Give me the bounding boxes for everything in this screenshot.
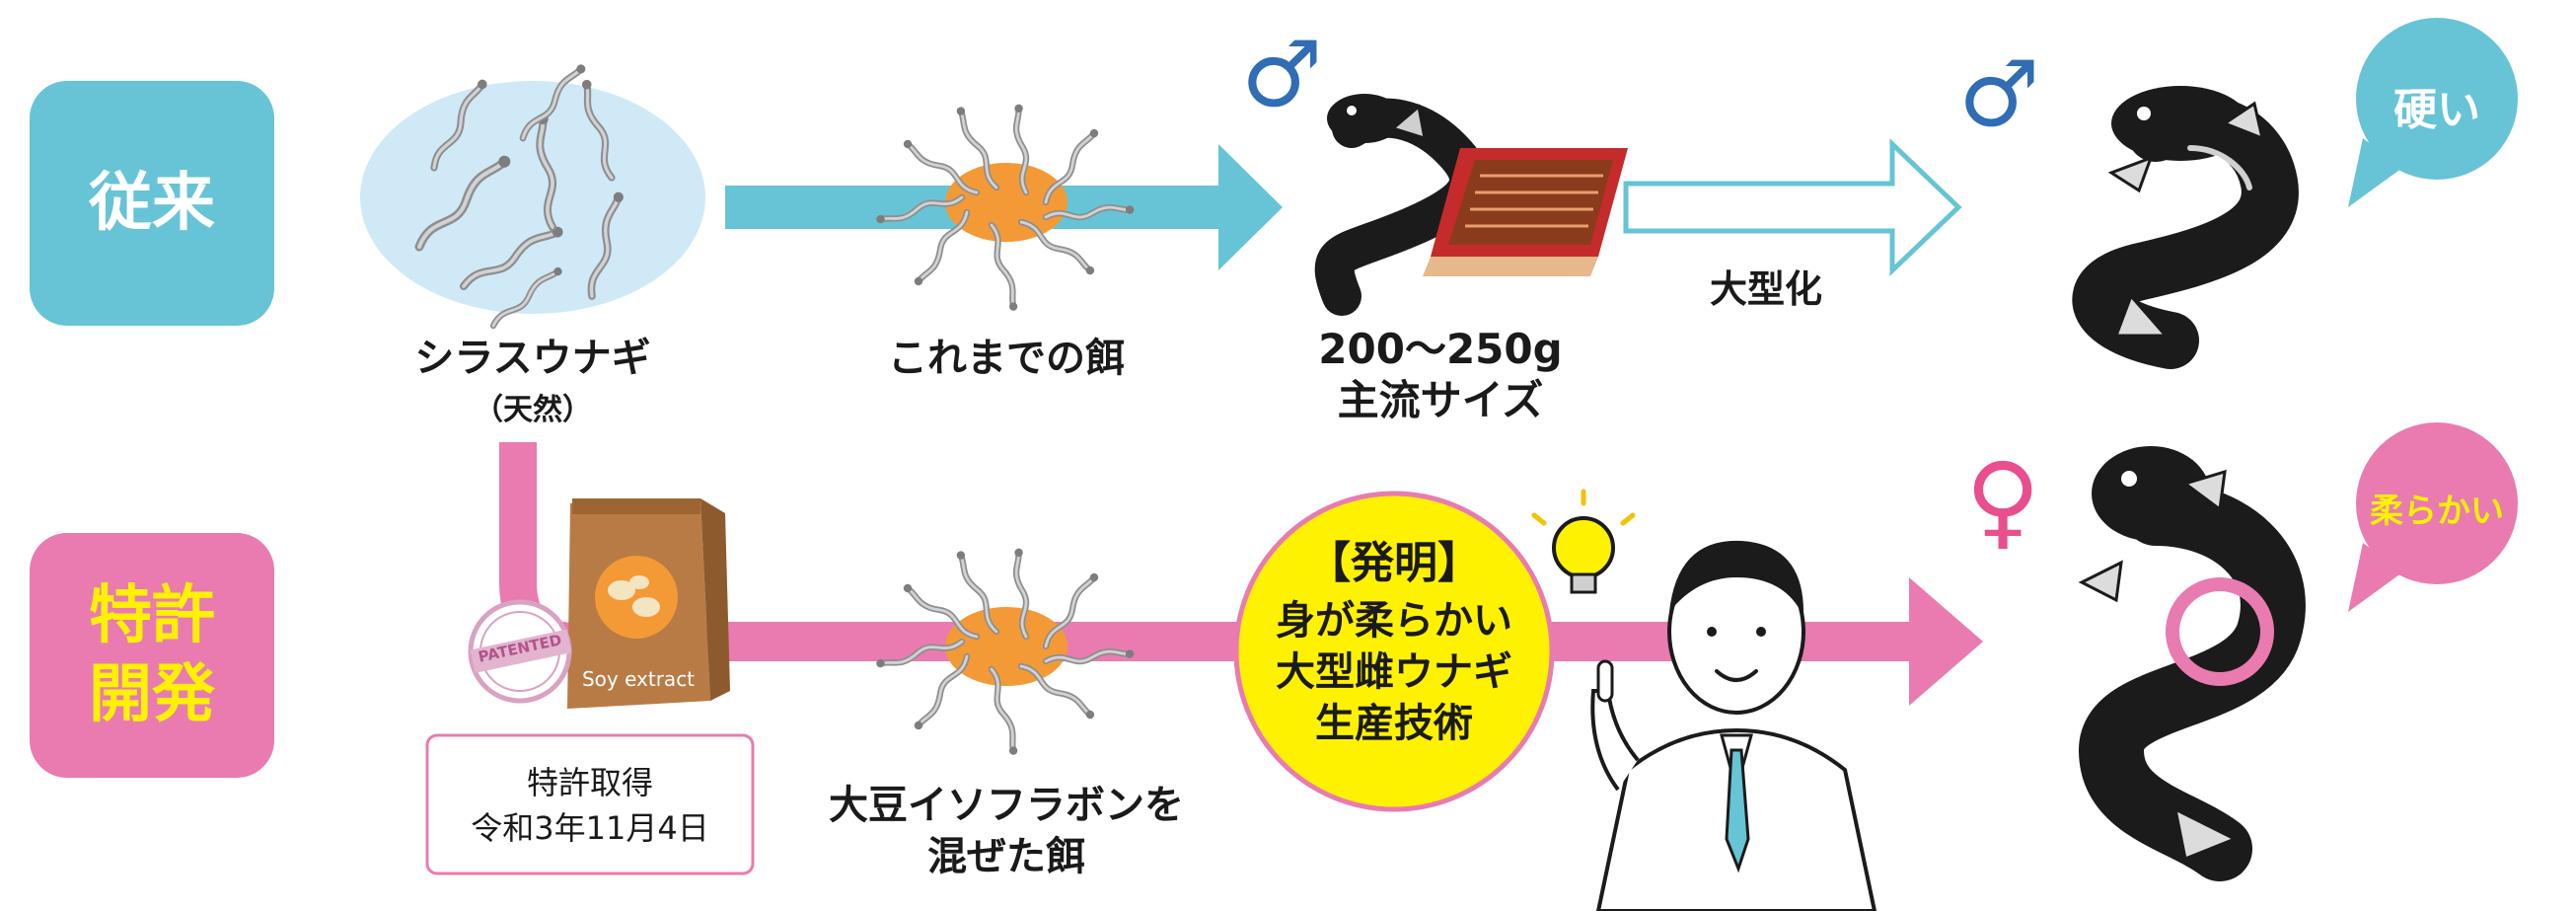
row-label-patent-line2: 開発 [89,658,215,731]
large-female-eel [2078,446,2306,881]
package-label: Soy extract [581,667,696,691]
row-label-patent-line1: 特許 [89,579,215,652]
invention-text: 【発明】 身が柔らかい 大型雌ウナギ 生産技術 [1246,538,1542,749]
large-male-eel [2072,86,2299,369]
new-feed-label: 大豆イソフラボンを 混ぜた餌 [779,780,1233,882]
bubble-soft [2348,422,2518,612]
soy-extract-package [567,498,730,709]
invention-line3: 生産技術 [1315,701,1473,746]
patent-date-text: 特許取得 令和3年11月4日 [427,760,753,851]
new-feed-illustration [875,547,1136,756]
new-feed-line1: 大豆イソフラボンを [829,783,1184,828]
mainstream-label: 200～250g 主流サイズ [1292,324,1588,426]
mainstream-size: 主流サイズ [1337,376,1544,424]
glass-eel-illustration [360,63,705,326]
lightbulb-icon [1531,489,1636,594]
arrow-enlarge-outline [1623,138,1962,276]
invention-line1: 身が柔らかい [1276,598,1512,644]
female-symbol-icon: ♀ [1965,440,2041,561]
bubble-hard [2348,18,2518,207]
row-label-patent: 特許 開発 [30,533,274,778]
patent-acquired: 特許取得 [526,764,653,801]
patented-stamp [468,599,572,704]
glass-eel-label: シラスウナギ （天然） [375,326,691,428]
row-label-conventional: 従来 [30,81,274,326]
patent-date-box [425,733,755,875]
old-feed-label: これまでの餌 [888,336,1125,381]
new-feed-line2: 混ぜた餌 [927,834,1085,879]
male-symbol-icon: ♂ [1241,22,1323,127]
patent-date: 令和3年11月4日 [471,809,709,847]
invention-line2: 大型雌ウナギ [1276,649,1512,695]
invention-title: 【発明】 [1307,538,1481,588]
glass-eel-note: （天然） [474,393,592,427]
bubble-soft-text: 柔らかい [2370,492,2504,531]
glass-eel-name: シラスウナギ [414,336,651,381]
unaju-box-illustration [1423,148,1628,276]
bubble-hard-text: 硬い [2393,85,2480,135]
male-symbol-large-icon: ♂ [1958,41,2040,147]
scientist-illustration [1590,540,1877,911]
invention-circle [1233,491,1555,812]
old-feed-illustration [875,103,1136,312]
enlarge-label: 大型化 [1709,267,1822,311]
mainstream-weight: 200～250g [1318,325,1563,373]
row-label-conventional-text: 従来 [89,167,215,240]
